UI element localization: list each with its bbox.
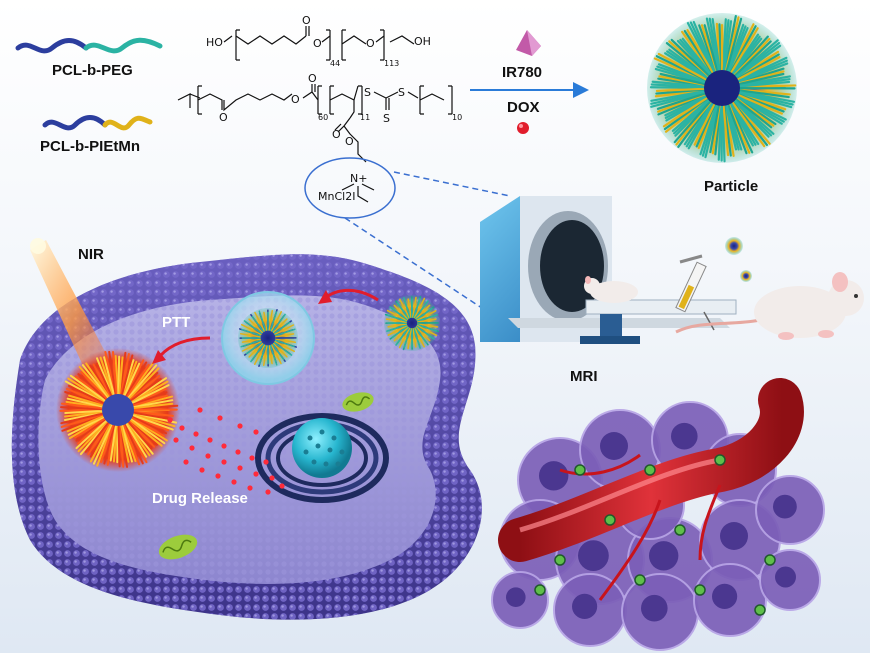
pcl-pietmn-chain-icon [42,115,153,131]
pcl-pietmn-label: PCL-b-PIEtMn [40,138,140,155]
endosome-icon [221,291,315,385]
s-label-3: S [398,86,405,99]
entering-particle-icon [384,295,440,351]
pcl-peg-label: PCL-b-PEG [52,62,133,79]
particle-label: Particle [704,178,759,195]
ir780-label: IR780 [502,64,543,81]
oh-label: OH [414,35,431,48]
o-label-2: O [219,111,228,124]
sub-113: 113 [384,59,399,68]
sub-10: 10 [452,113,462,122]
particle-icon [647,13,797,163]
small-particle-icon [725,237,752,282]
ammonium-highlight-circle [304,157,396,219]
syringe-icon [675,254,715,331]
tumor-particles [534,454,776,616]
cell-membrane [11,254,482,620]
mri-machine-icon [480,196,737,344]
pcl-pietmn-structure: O O O 60 11 S S S 10 O O N+ MnCl2I [177,72,462,203]
mncl-label: MnCl2I [318,190,355,203]
ptt-label: PTT [162,314,191,331]
o-label-4: O [308,72,317,85]
dashed-line-top [393,171,511,197]
ho-label: HO [206,36,223,49]
sub-44: 44 [330,59,340,68]
heated-particle-icon [56,348,180,472]
nucleus-icon [255,413,389,503]
mouse-icon [675,272,864,340]
pcl-peg-chain-icon [15,37,163,54]
blood-vessel-icon [498,378,804,601]
sub-11: 11 [360,113,370,122]
carbonyl-o-label: O [302,14,311,27]
n-plus-label: N+ [350,172,367,185]
s-label-2: S [383,112,390,125]
dashed-line-bottom [344,217,489,313]
drug-release-label: Drug Release [152,490,248,507]
drug-release-dots [167,407,285,495]
mri-label: MRI [570,368,598,385]
ester-o-label: O [313,37,322,50]
pcl-peg-structure: HO O O 44 O 113 OH [206,14,431,68]
dox-label: DOX [507,99,540,116]
nir-label: NIR [78,246,104,263]
ptt-arrow [158,336,211,358]
o-label-3: O [291,93,300,106]
ether-o-label: O [366,37,375,50]
mitochondrion-icon-2 [158,534,198,560]
dox-dot-icon [517,122,529,134]
o-label-5: O [332,128,341,141]
sub-60: 60 [318,113,328,122]
o-label-6: O [345,135,354,148]
s-label-1: S [364,86,371,99]
mitochondrion-icon [342,392,374,412]
